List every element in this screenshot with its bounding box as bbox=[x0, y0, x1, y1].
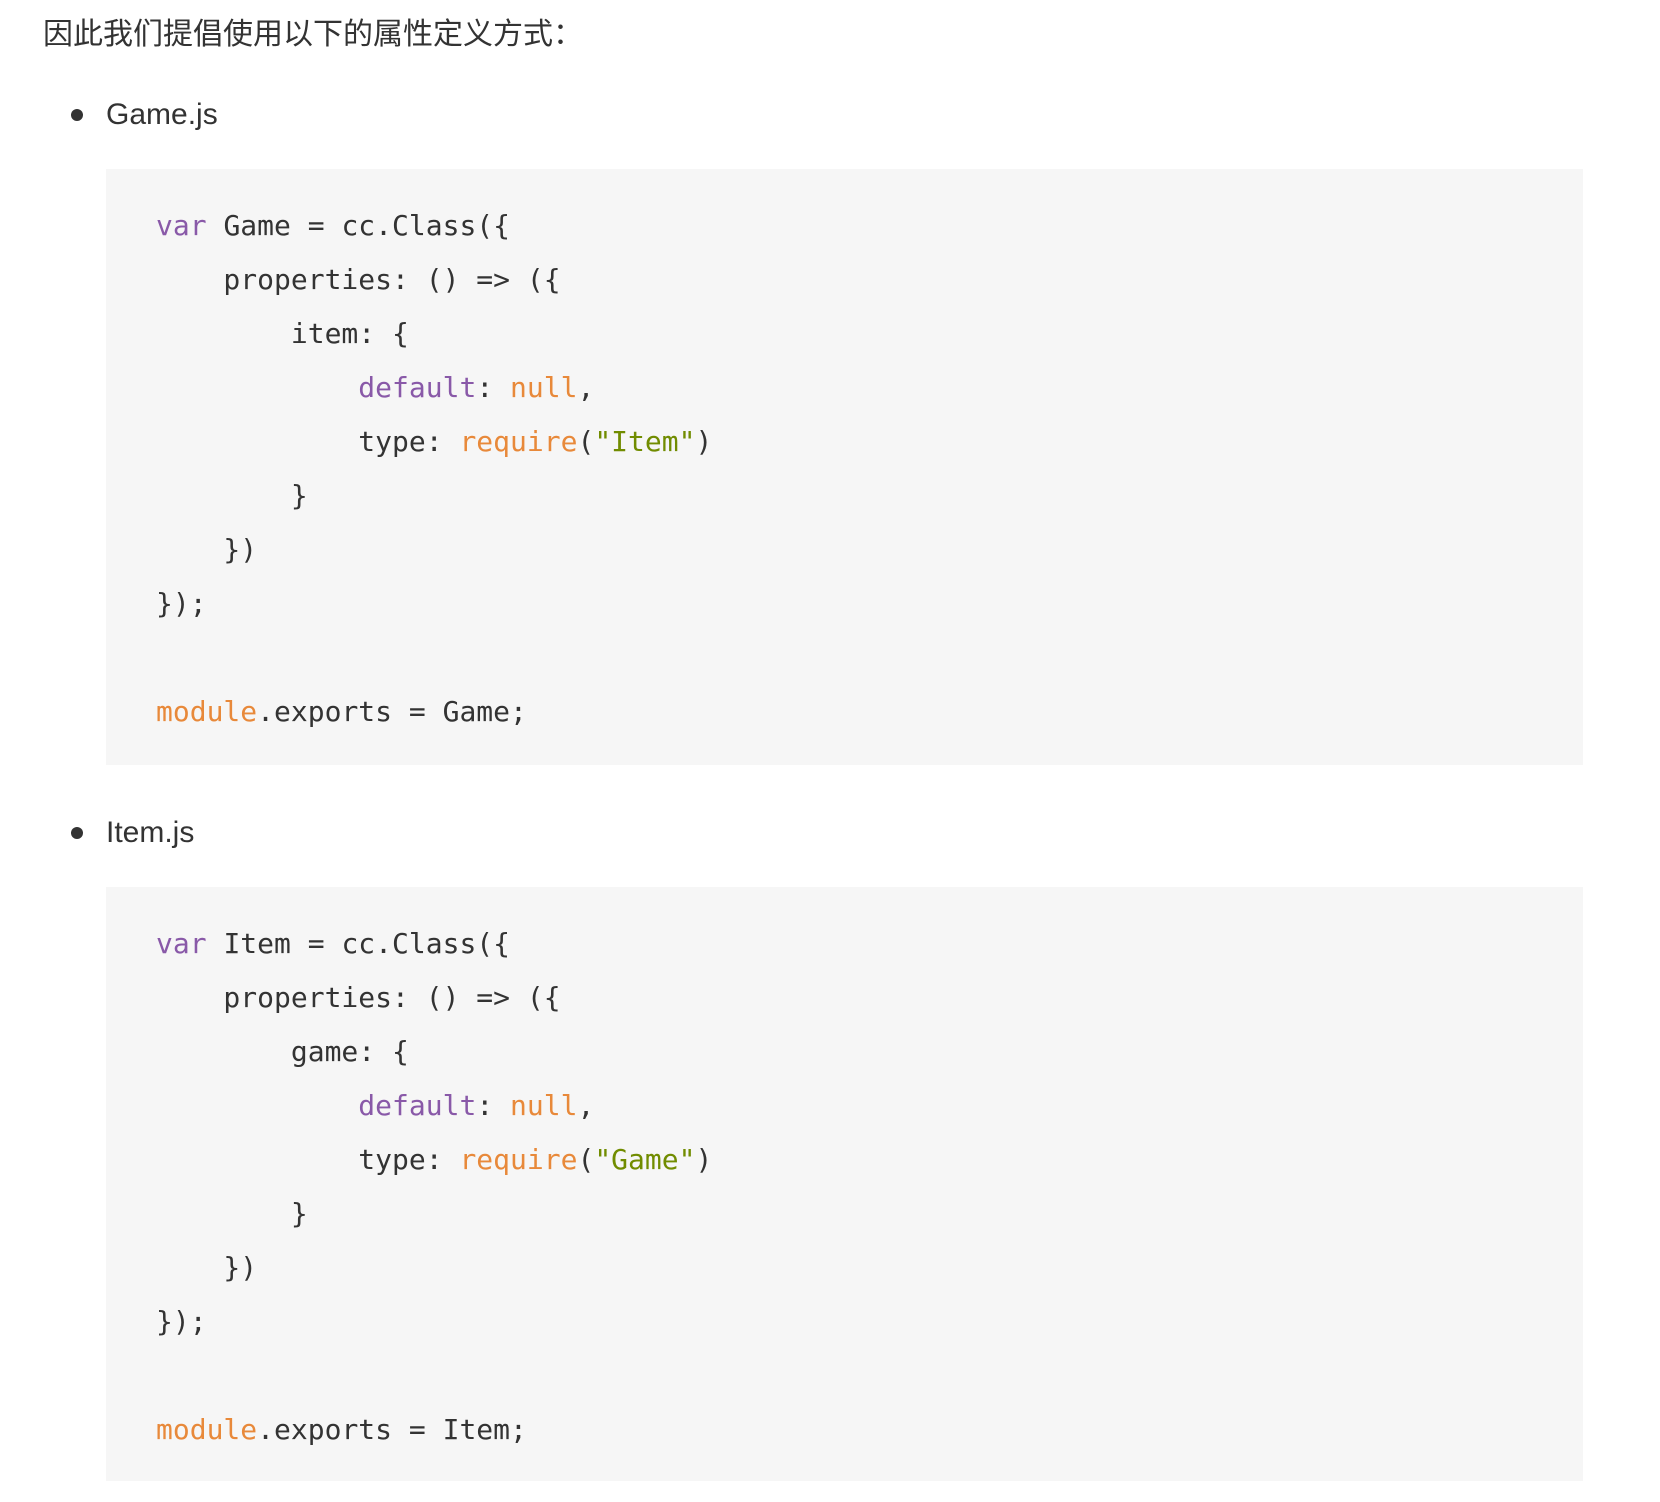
file-label: Item.js bbox=[106, 816, 195, 849]
code-token: module bbox=[156, 1413, 258, 1446]
code-token: .exports = bbox=[257, 1413, 443, 1446]
code-token: ; bbox=[510, 695, 527, 728]
code-token: : { bbox=[358, 1035, 409, 1068]
code-token: properties: () => ({ bbox=[156, 263, 561, 296]
code-block-game-js: var Game = cc.Class({ properties: () => … bbox=[106, 169, 1583, 765]
code-token: }) bbox=[156, 1251, 258, 1284]
code-token: Game bbox=[442, 695, 511, 728]
code-token: , bbox=[577, 1089, 595, 1122]
code-token: } bbox=[156, 479, 308, 512]
code-token: }); bbox=[156, 587, 207, 620]
code-token: type: bbox=[156, 425, 460, 458]
code-token: = cc.Class({ bbox=[290, 927, 511, 960]
code-token: default bbox=[358, 371, 477, 404]
code-token: null bbox=[510, 1089, 578, 1122]
code-token: : bbox=[476, 371, 511, 404]
code-token: }) bbox=[156, 533, 258, 566]
code-token: game bbox=[290, 1035, 359, 1068]
code-token: = cc.Class({ bbox=[290, 209, 511, 242]
code-token: null bbox=[510, 371, 578, 404]
code-token: Game bbox=[223, 209, 291, 242]
code-token: "Item" bbox=[594, 425, 696, 458]
code-token: require bbox=[459, 425, 578, 458]
code-token: } bbox=[156, 1197, 308, 1230]
code-token: ; bbox=[510, 1413, 527, 1446]
code-token: item bbox=[290, 317, 359, 350]
code-block-item-js: var Item = cc.Class({ properties: () => … bbox=[106, 887, 1583, 1481]
code-token: type: bbox=[156, 1143, 460, 1176]
code-token: var bbox=[156, 209, 207, 242]
code-token: : bbox=[476, 1089, 511, 1122]
code-token: Item bbox=[223, 927, 291, 960]
intro-text: 因此我们提倡使用以下的属性定义方式： bbox=[43, 18, 583, 51]
list-item-game-js: Game.js bbox=[71, 95, 218, 135]
code-token: require bbox=[459, 1143, 578, 1176]
code-token: .exports = bbox=[257, 695, 443, 728]
code-token: module bbox=[156, 695, 258, 728]
code-token: , bbox=[577, 371, 595, 404]
file-label: Game.js bbox=[106, 98, 218, 131]
code-token: properties: () => ({ bbox=[156, 981, 561, 1014]
list-item-item-js: Item.js bbox=[71, 813, 195, 853]
code-token: }); bbox=[156, 1305, 207, 1338]
bullet-icon bbox=[71, 109, 83, 121]
code-token: var bbox=[156, 927, 207, 960]
code-token: default bbox=[358, 1089, 477, 1122]
code-token: : { bbox=[358, 317, 409, 350]
bullet-icon bbox=[71, 827, 83, 839]
code-token: Item bbox=[442, 1413, 511, 1446]
code-token: "Game" bbox=[594, 1143, 696, 1176]
